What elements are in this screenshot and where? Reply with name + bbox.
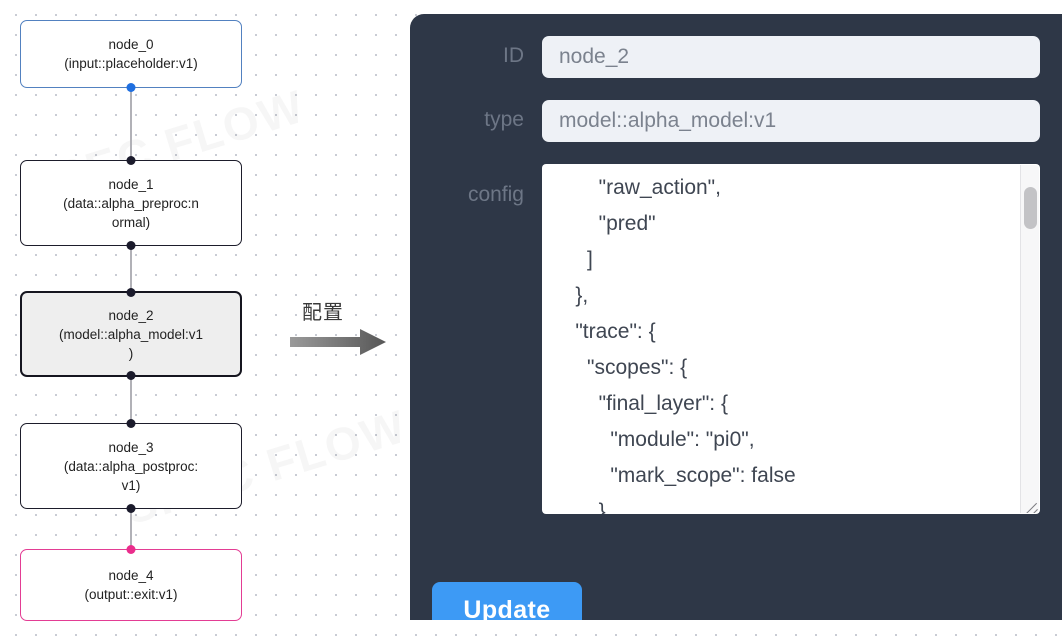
edge-node0-node1: [130, 88, 132, 160]
graph-node-label: node_1 (data::alpha_preproc:n ormal): [63, 176, 199, 230]
graph-node-label: node_4 (output::exit:v1): [84, 568, 178, 602]
graph-node-label: node_0 (input::placeholder:v1): [64, 37, 198, 71]
node-source-handle[interactable]: [126, 83, 136, 92]
config-scrollbar-track[interactable]: [1020, 165, 1039, 513]
field-row-type: type: [432, 100, 1040, 142]
graph-node-node_3[interactable]: node_3 (data::alpha_postproc: v1): [20, 419, 242, 513]
textarea-resize-grip-icon[interactable]: [1021, 496, 1038, 513]
flow-annotation-label: 配置: [302, 300, 344, 324]
node-source-handle[interactable]: [126, 371, 136, 380]
config-textarea-wrapper: "raw_action", "pred" ] }, "trace": { "sc…: [542, 164, 1040, 514]
node-source-handle[interactable]: [126, 241, 136, 250]
node-target-handle[interactable]: [126, 419, 136, 428]
edge-node1-node2: [130, 245, 132, 291]
node-target-handle[interactable]: [126, 156, 136, 165]
config-scrollbar-thumb[interactable]: [1024, 187, 1037, 229]
field-row-id: ID: [432, 36, 1040, 78]
update-button[interactable]: Update: [432, 582, 582, 620]
graph-node-label: node_2 (model::alpha_model:v1 ): [58, 307, 204, 361]
config-field-label: config: [467, 183, 524, 206]
node-config-panel: ID type config "raw_action", "pred" ] },…: [410, 14, 1062, 620]
node-target-handle[interactable]: [126, 288, 136, 297]
edge-node3-node4: [130, 509, 132, 549]
arrow-right-icon: [290, 329, 386, 355]
graph-node-node_0[interactable]: node_0 (input::placeholder:v1): [20, 20, 242, 92]
graph-node-node_1[interactable]: node_1 (data::alpha_preproc:n ormal): [20, 156, 242, 250]
graph-node-node_2[interactable]: node_2 (model::alpha_model:v1 ): [20, 288, 242, 380]
id-input[interactable]: [542, 36, 1040, 78]
edge-node2-node3: [130, 375, 132, 421]
graph-node-label: node_3 (data::alpha_postproc: v1): [63, 439, 199, 493]
id-field-label: ID: [503, 44, 524, 67]
graph-node-node_4[interactable]: node_4 (output::exit:v1): [20, 545, 242, 621]
type-field-label: type: [484, 108, 524, 131]
type-input[interactable]: [542, 100, 1040, 142]
node-source-handle[interactable]: [126, 504, 136, 513]
flow-annotation: 配置: [290, 296, 396, 360]
field-row-config: config "raw_action", "pred" ] }, "trace"…: [432, 164, 1040, 514]
node-target-handle[interactable]: [126, 545, 136, 554]
config-textarea[interactable]: "raw_action", "pred" ] }, "trace": { "sc…: [542, 164, 1040, 514]
